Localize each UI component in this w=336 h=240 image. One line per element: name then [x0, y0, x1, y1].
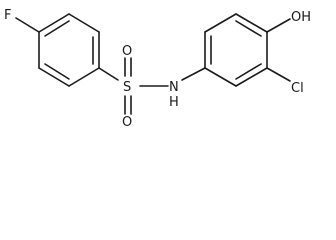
double-bond-inner — [44, 63, 70, 80]
bond-c-s — [98, 67, 119, 81]
atom-sulfur: S — [123, 80, 131, 95]
bond-c-cl — [266, 67, 291, 82]
atom-oxygen-bottom: O — [122, 115, 132, 130]
bond-n-c — [181, 67, 206, 81]
fluorophenyl-ring — [38, 13, 100, 87]
double-bond-inner — [235, 63, 262, 80]
bond — [38, 67, 70, 87]
atom-oxygen-top: O — [122, 44, 132, 59]
bond — [38, 13, 70, 33]
double-bond-inner — [44, 20, 70, 37]
bond — [68, 67, 100, 87]
bond — [204, 13, 237, 33]
bond-c-f — [15, 17, 40, 33]
structure-canvas: F S O O N H OH Cl — [4, 8, 311, 130]
molecule-drawing: F S O O N H OH Cl — [4, 8, 311, 130]
bond — [68, 13, 100, 33]
atom-chlorine: Cl — [291, 81, 304, 96]
bond — [204, 67, 237, 87]
bond-c-oh — [266, 18, 291, 33]
chlorohydroxyphenyl-ring — [204, 13, 268, 87]
bond — [235, 67, 268, 87]
atom-hydrogen: H — [169, 95, 179, 110]
atom-nitrogen: N — [169, 80, 179, 95]
atom-hydroxyl: OH — [291, 10, 311, 25]
double-bond-inner — [235, 20, 262, 37]
bond — [235, 13, 268, 33]
atom-fluorine: F — [4, 8, 11, 23]
